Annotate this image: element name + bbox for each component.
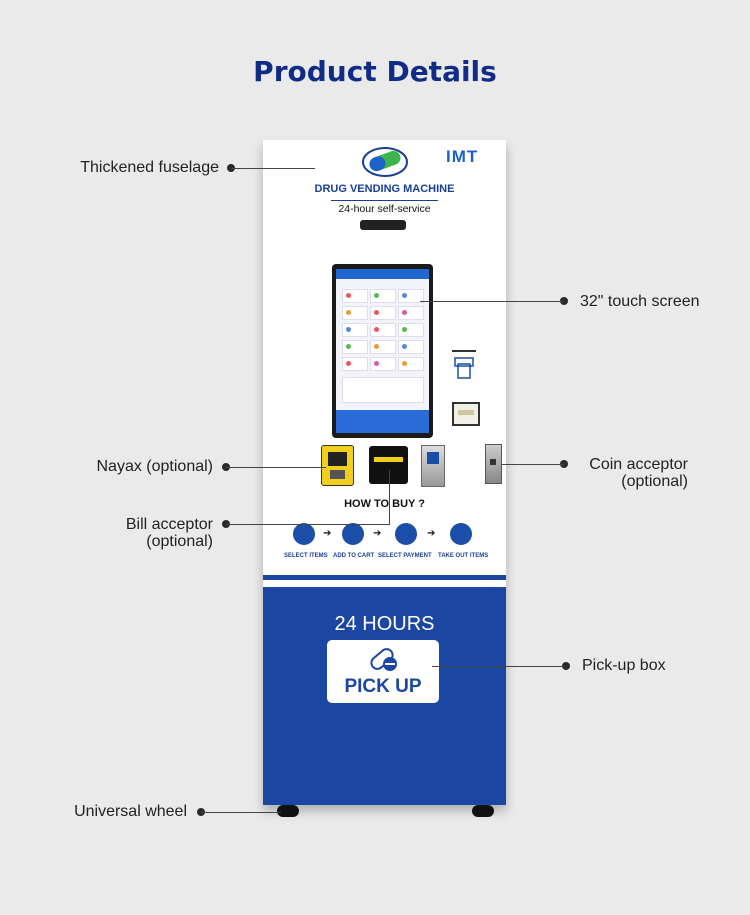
- callout-line: [420, 301, 564, 302]
- wheel-left: [277, 805, 299, 817]
- step-label: ADD TO CART: [333, 553, 375, 559]
- wheel-label: Universal wheel: [74, 803, 187, 820]
- arrow-icon: ➔: [427, 528, 436, 539]
- cart-icon: [342, 523, 364, 545]
- take-out-icon: [450, 523, 472, 545]
- coin-label-2: (optional): [621, 473, 688, 490]
- coin-label-1: Coin acceptor: [589, 456, 688, 473]
- step-label: SELECT ITEMS: [284, 553, 328, 559]
- nayax-reader[interactable]: [321, 445, 354, 486]
- divider-stripe: [263, 575, 506, 580]
- card-slot[interactable]: [452, 402, 480, 426]
- coin-return[interactable]: [485, 444, 502, 484]
- bill-acceptor[interactable]: [369, 446, 408, 484]
- pickup-label: PICK UP: [344, 676, 422, 697]
- step-label: TAKE OUT ITEMS: [438, 553, 489, 559]
- callout-line: [432, 666, 564, 667]
- touch-screen-label: 32" touch screen: [580, 293, 700, 310]
- capsule-icon: [370, 648, 397, 671]
- callout-dot: [560, 297, 568, 305]
- callout-line: [201, 812, 281, 813]
- how-to-buy-heading: HOW TO BUY ?: [344, 498, 425, 510]
- page-title: Product Details: [253, 55, 497, 88]
- arrow-icon: ➔: [373, 528, 382, 539]
- nayax-label: Nayax (optional): [96, 458, 214, 475]
- machine-subtitle: 24-hour self-service: [338, 203, 431, 215]
- callout-line: [231, 168, 315, 169]
- vending-machine: IMT DRUG VENDING MACHINE 24-hour self-se…: [263, 140, 506, 805]
- title-underline: [331, 200, 438, 201]
- hours-text: 24 HOURS: [334, 613, 435, 635]
- receipt-icon: [454, 357, 474, 379]
- select-items-icon: [293, 523, 315, 545]
- callout-line: [226, 467, 326, 468]
- camera-sensor: [360, 220, 406, 230]
- payment-icon: [395, 523, 417, 545]
- brand-logo: IMT: [446, 147, 479, 166]
- touch-screen[interactable]: [332, 264, 433, 438]
- pickup-box[interactable]: PICK UP: [327, 640, 439, 703]
- capsule-logo-icon: [362, 147, 408, 177]
- bill-label-1: Bill acceptor: [125, 516, 213, 533]
- coin-acceptor[interactable]: [421, 445, 445, 487]
- callout-dot: [562, 662, 570, 670]
- arrow-icon: ➔: [323, 528, 332, 539]
- fuselage-label: Thickened fuselage: [80, 159, 219, 176]
- machine-title: DRUG VENDING MACHINE: [314, 183, 455, 195]
- callout-line: [389, 470, 390, 525]
- step-label: SELECT PAYMENT: [378, 553, 432, 559]
- wheel-right: [472, 805, 494, 817]
- pickup-box-label: Pick-up box: [582, 657, 666, 674]
- callout-line: [502, 464, 564, 465]
- callout-dot: [560, 460, 568, 468]
- callout-line: [226, 524, 390, 525]
- bill-label-2: (optional): [146, 533, 213, 550]
